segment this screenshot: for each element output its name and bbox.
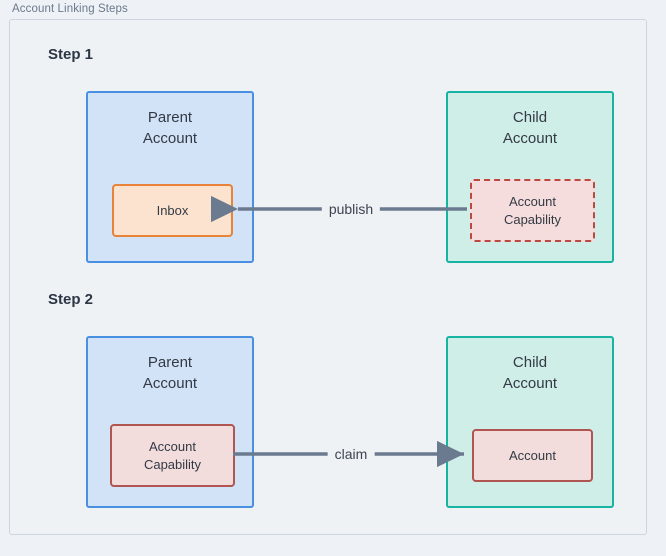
child-account-node-step1[interactable]: Child Account Account Capability [446, 91, 614, 263]
inbox-box[interactable]: Inbox [112, 184, 233, 237]
account-capability-label-step1: Account Capability [503, 193, 562, 227]
child-account-title-step1: Child Account [502, 109, 558, 147]
account-capability-box-step1[interactable]: Account Capability [470, 179, 595, 242]
diagram-title: Account Linking Steps [12, 3, 128, 15]
child-account-title-step2: Child Account [502, 354, 558, 392]
step-2-heading: Step 2 [48, 291, 94, 308]
account-label-step2: Account [509, 447, 556, 463]
claim-edge-label: claim [327, 446, 375, 462]
parent-account-node-step2[interactable]: Parent Account Account Capability [86, 336, 254, 508]
account-capability-box-step2[interactable]: Account Capability [110, 424, 235, 487]
account-box-step2[interactable]: Account [472, 429, 593, 482]
child-account-node-step2[interactable]: Child Account Account [446, 336, 614, 508]
parent-account-title-step2: Parent Account [142, 354, 198, 392]
inbox-label: Inbox [156, 202, 189, 218]
step-1-heading: Step 1 [48, 46, 94, 63]
publish-edge-label: publish [321, 201, 381, 217]
parent-account-node-step1[interactable]: Parent Account Inbox [86, 91, 254, 263]
parent-account-title-step1: Parent Account [142, 109, 198, 147]
account-capability-label-step2: Account Capability [143, 438, 202, 472]
